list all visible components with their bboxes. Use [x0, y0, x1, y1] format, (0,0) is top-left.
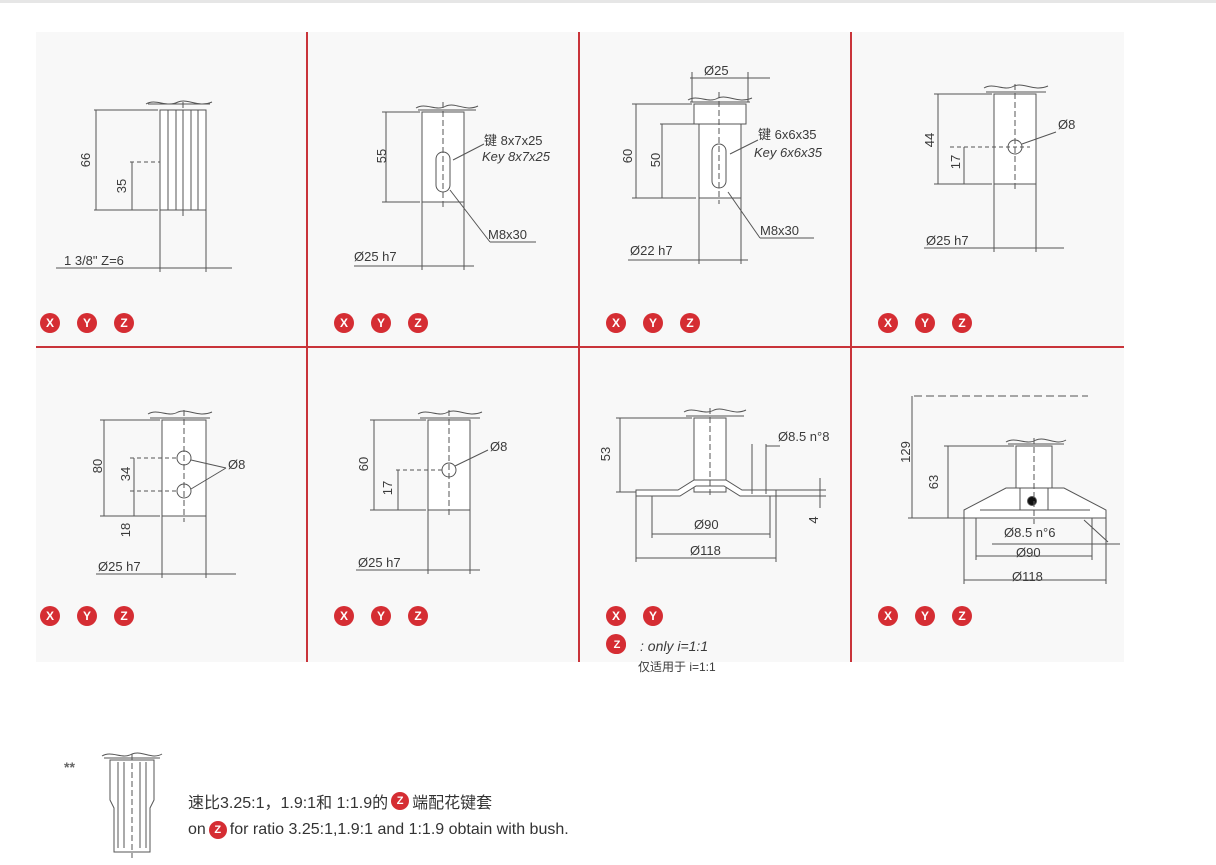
badge-x: X — [878, 313, 898, 333]
key-label-cn: 键 6x6x35 — [758, 127, 817, 142]
drawing-keyed-shaft: 55 键 8x7x25 Key 8x7x25 M8x30 Ø25 h7 X Y … — [308, 32, 578, 342]
dim-thickness: 4 — [806, 516, 821, 524]
footer-text-cn: 速比3.25:1，1.9:1和 1:1.9的 Z 端配花键套 — [188, 789, 492, 813]
dim-length: 50 — [648, 152, 663, 168]
drawing-shaft-cross-hole: 44 17 Ø8 Ø25 h7 X Y Z — [852, 32, 1122, 342]
badge-y: Y — [371, 606, 391, 626]
dim-length: 80 — [90, 458, 105, 474]
hole-label: Ø8 — [228, 457, 246, 472]
drawing-flanged-shaft: 53 Ø8.5 n°8 4 Ø90 Ø118 X Y Z — [580, 348, 850, 678]
dim-length: 17 — [948, 154, 963, 170]
dim-length: 60 — [620, 148, 635, 164]
flange-base-diagram — [908, 395, 1120, 584]
hole-label: Ø8 — [490, 439, 508, 454]
thread-label: M8x30 — [760, 223, 800, 238]
splined-shaft-diagram — [56, 100, 232, 272]
dim-length: 35 — [114, 178, 129, 194]
dim-height: 129 — [898, 441, 913, 463]
badge-x: X — [334, 606, 354, 626]
drawing-flange-base: 129 63 Ø8.5 n°6 Ø90 Ø118 X Y Z — [852, 348, 1122, 658]
diameter-label: Ø25 h7 — [98, 559, 141, 574]
row-divider — [36, 346, 1124, 348]
dim-length: 53 — [598, 446, 613, 462]
long-shaft-diagram — [356, 410, 489, 574]
diameter-118-label: Ø118 — [1012, 569, 1043, 584]
spline-spec: 1 3/8" Z=6 — [64, 253, 124, 268]
badge-y: Y — [77, 313, 97, 333]
badge-z: Z — [408, 313, 428, 333]
badge-x: X — [40, 313, 60, 333]
drawing-shaft-two-holes: 80 34 18 Ø8 Ø25 h7 X Y Z — [36, 348, 306, 658]
diameter-90-label: Ø90 — [1016, 545, 1041, 560]
badge-z: Z — [391, 792, 410, 810]
two-hole-shaft-diagram — [96, 410, 236, 578]
badge-z: Z — [208, 821, 227, 839]
diameter-118-label: Ø118 — [690, 543, 721, 558]
badge-y: Y — [643, 313, 663, 333]
dim-length: 44 — [922, 132, 937, 148]
top-divider — [0, 0, 1216, 3]
thread-label: M8x30 — [488, 227, 528, 242]
dim-length: 55 — [374, 148, 389, 164]
only-ratio-note: : only i=1:1 — [640, 638, 709, 654]
dim-length: 66 — [78, 152, 93, 168]
footer-en-before: on — [188, 821, 206, 838]
stepped-shaft-diagram — [628, 72, 814, 264]
flange-holes-label: Ø8.5 n°8 — [778, 429, 830, 444]
drawing-stepped-keyed-shaft: Ø25 60 50 键 6x6x35 Key 6x6x35 M8x30 Ø22 … — [580, 32, 850, 342]
badge-z: Z — [608, 636, 626, 654]
dim-length: 34 — [118, 466, 133, 482]
flange-holes-label: Ø8.5 n°6 — [1004, 525, 1056, 540]
badge-z: Z — [408, 606, 428, 626]
badge-x: X — [334, 313, 354, 333]
dim-height: 63 — [926, 474, 941, 490]
badge-y: Y — [371, 313, 391, 333]
drawing-splined-shaft: 66 35 1 3/8" Z=6 X Y Z — [36, 32, 306, 342]
badge-y: Y — [77, 606, 97, 626]
badge-z: Z — [114, 606, 134, 626]
footer-en-after: for ratio 3.25:1,1.9:1 and 1:1.9 obtain … — [229, 821, 569, 838]
dim-length: 60 — [356, 456, 371, 472]
footer-cn-after: 端配花键套 — [412, 795, 493, 812]
diameter-label: Ø25 h7 — [358, 555, 401, 570]
keyed-shaft-diagram — [354, 102, 536, 270]
badge-z: Z — [952, 606, 972, 626]
badge-z: Z — [952, 313, 972, 333]
diameter-label: Ø22 h7 — [630, 243, 673, 258]
key-label-en: Key 6x6x35 — [754, 145, 822, 160]
bush-diagram — [101, 752, 163, 858]
diameter-90-label: Ø90 — [694, 517, 719, 532]
dim-length: 18 — [118, 522, 133, 538]
hole-label: Ø8 — [1058, 117, 1076, 132]
badge-y: Y — [643, 606, 663, 626]
key-label-en: Key 8x7x25 — [482, 149, 550, 164]
badge-y: Y — [915, 313, 935, 333]
flanged-shaft-diagram — [616, 408, 826, 562]
footer-cn-before: 速比3.25:1，1.9:1和 1:1.9的 — [188, 795, 389, 812]
cross-hole-shaft-diagram — [924, 84, 1064, 252]
drawing-long-shaft-hole: 60 17 Ø8 Ø25 h7 X Y Z — [308, 348, 578, 658]
badge-x: X — [40, 606, 60, 626]
key-label-cn: 键 8x7x25 — [484, 133, 543, 148]
footer-text-en: on Z for ratio 3.25:1,1.9:1 and 1:1.9 ob… — [188, 821, 569, 839]
footnote-marker: ** — [64, 759, 75, 775]
only-ratio-note-cn: 仅适用于 i=1:1 — [638, 660, 716, 674]
diameter-label: Ø25 h7 — [354, 249, 397, 264]
badge-x: X — [878, 606, 898, 626]
diameter-label: Ø25 h7 — [926, 233, 969, 248]
badge-y: Y — [915, 606, 935, 626]
badge-z: Z — [680, 313, 700, 333]
dim-length: 17 — [380, 480, 395, 496]
badge-x: X — [606, 313, 626, 333]
badge-z: Z — [114, 313, 134, 333]
badge-x: X — [606, 606, 626, 626]
diameter-top-label: Ø25 — [704, 63, 729, 78]
